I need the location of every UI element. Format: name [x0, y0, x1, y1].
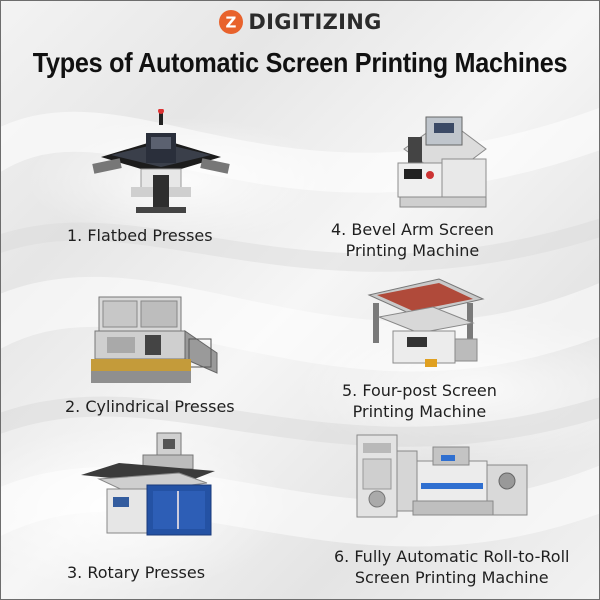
- label-flatbed-presses: 1. Flatbed Presses: [67, 226, 213, 245]
- label-bevel-arm-line2: Printing Machine: [345, 241, 480, 260]
- label-roll-to-roll-machine: 6. Fully Automatic Roll-to-Roll Screen P…: [334, 546, 569, 588]
- flatbed-press-image: [92, 109, 230, 213]
- cylindrical-press-image: [91, 296, 218, 383]
- label-bevel-arm-machine: 4. Bevel Arm Screen Printing Machine: [331, 219, 494, 261]
- bevel-arm-machine-image: [397, 116, 487, 208]
- logo-mark-letter: Z: [226, 14, 237, 32]
- label-rotary-presses: 3. Rotary Presses: [67, 563, 206, 582]
- label-cylindrical-presses: 2. Cylindrical Presses: [65, 397, 235, 416]
- label-bevel-arm-line1: 4. Bevel Arm Screen: [331, 220, 494, 239]
- z-logo-icon: Z: [219, 10, 244, 34]
- brand-logo: Z DIGITIZING: [1, 9, 599, 35]
- page-title: Types of Automatic Screen Printing Machi…: [32, 47, 568, 78]
- label-four-post-machine: 5. Four-post Screen Printing Machine: [342, 380, 497, 422]
- four-post-machine-image: [367, 278, 485, 367]
- label-four-post-line1: 5. Four-post Screen: [342, 381, 497, 400]
- brand-name: DIGITIZING: [248, 10, 382, 34]
- label-four-post-line2: Printing Machine: [352, 402, 487, 421]
- rotary-press-image: [81, 432, 215, 536]
- label-roll-to-roll-line2: Screen Printing Machine: [354, 568, 549, 587]
- label-roll-to-roll-line1: 6. Fully Automatic Roll-to-Roll: [334, 547, 570, 566]
- roll-to-roll-machine-image: [356, 434, 528, 518]
